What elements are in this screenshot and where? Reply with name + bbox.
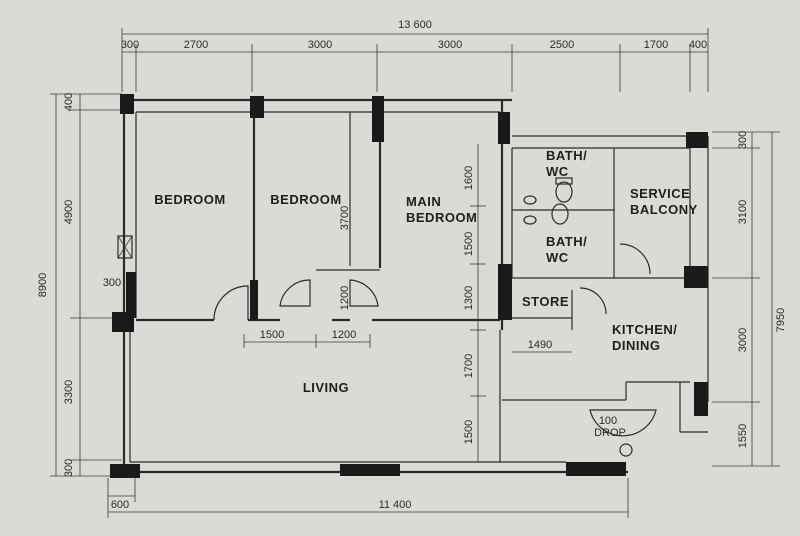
dim-left-2: 4900 (63, 200, 75, 224)
room-kitchen-line1: KITCHEN/ (612, 322, 677, 337)
dim-bottom-total: 11 400 (379, 499, 412, 511)
drop-pipe (619, 443, 633, 457)
room-service-balcony-line2: BALCONY (630, 202, 698, 217)
room-kitchen-line2: DINING (612, 338, 661, 353)
columns (110, 94, 708, 478)
column (340, 464, 400, 476)
top-dimensions: 13 600 300 2700 3000 3000 2500 1700 400 (121, 19, 709, 92)
dim-top-7: 400 (689, 39, 707, 51)
dim-int-1200h: 1200 (332, 329, 356, 341)
column (684, 266, 708, 288)
dim-top-3: 3000 (308, 39, 332, 51)
room-main-bedroom-line1: MAIN (406, 194, 441, 209)
dim-right-total: 7950 (775, 308, 787, 332)
column (250, 96, 264, 118)
dim-mid-2: 1500 (463, 232, 475, 256)
room-bath-2-line2: WC (546, 250, 569, 265)
dim-left-3: 3300 (63, 380, 75, 404)
dim-mid-4: 1700 (463, 354, 475, 378)
dim-store-width: 1490 (528, 339, 552, 351)
door-main-bedroom (349, 279, 379, 307)
door-bedroom-1 (213, 285, 249, 321)
dim-int-1200v: 1200 (339, 286, 351, 310)
room-service-balcony-line1: SERVICE (630, 186, 690, 201)
dim-left-4: 300 (63, 459, 75, 477)
column (120, 94, 134, 114)
dim-mid-3: 1300 (463, 286, 475, 310)
dim-top-5: 2500 (550, 39, 574, 51)
toilet (551, 203, 569, 225)
fixtures (117, 177, 573, 259)
door-service-balcony (619, 243, 651, 275)
dim-int-300: 300 (103, 277, 121, 289)
dim-right-2: 3100 (737, 200, 749, 224)
bottom-dimensions: 600 11 400 (107, 478, 629, 518)
room-bath-2-line1: BATH/ (546, 234, 587, 249)
dim-left-total: 8900 (37, 273, 49, 297)
room-bedroom-1: BEDROOM (154, 192, 225, 207)
drop-label-line1: 100 (599, 415, 617, 427)
column (110, 464, 140, 478)
right-dimensions: 7950 300 3100 3000 1550 (712, 131, 787, 467)
toilet-tank (555, 177, 573, 185)
dim-mid-5: 1500 (463, 420, 475, 444)
column (372, 96, 384, 142)
room-bath-1-line1: BATH/ (546, 148, 587, 163)
column (250, 280, 258, 320)
column (498, 264, 512, 320)
column (126, 272, 136, 318)
dim-int-3700: 3700 (339, 206, 351, 230)
dim-mid-1: 1600 (463, 166, 475, 190)
dim-top-total: 13 600 (398, 19, 432, 31)
window-hatch (117, 235, 133, 259)
dim-bottom-left: 600 (111, 499, 129, 511)
sink (523, 195, 537, 205)
column (566, 462, 626, 476)
room-living: LIVING (303, 380, 349, 395)
column (686, 132, 708, 148)
room-bath-1-line2: WC (546, 164, 569, 179)
dim-right-3: 3000 (737, 328, 749, 352)
dim-left-1: 400 (63, 93, 75, 111)
dim-right-4: 1550 (737, 424, 749, 448)
dim-top-4: 3000 (438, 39, 462, 51)
column (694, 382, 708, 416)
drop-label-line2: DROP (594, 427, 626, 439)
refuse-chute-drop (589, 409, 657, 437)
dim-int-1500: 1500 (260, 329, 284, 341)
dim-top-6: 1700 (644, 39, 668, 51)
room-bedroom-2: BEDROOM (270, 192, 341, 207)
room-main-bedroom-line2: BEDROOM (406, 210, 477, 225)
toilet (555, 181, 573, 203)
dim-top-2: 2700 (184, 39, 208, 51)
sink (523, 215, 537, 225)
column (498, 112, 510, 144)
door-bedroom-2 (279, 279, 311, 307)
door-store (579, 287, 607, 315)
dim-top-1: 300 (121, 39, 139, 51)
room-store: STORE (522, 294, 569, 309)
dim-right-1: 300 (737, 131, 749, 149)
internal-dimensions (243, 144, 572, 462)
door-swings (213, 243, 657, 457)
